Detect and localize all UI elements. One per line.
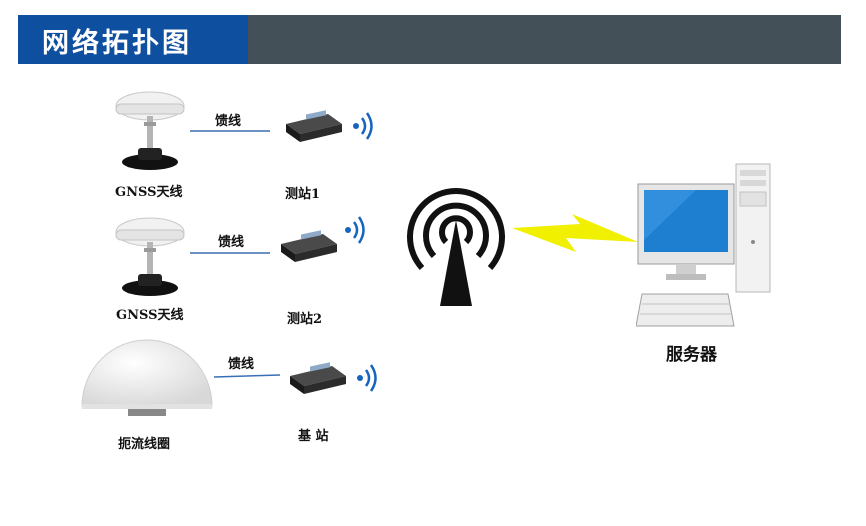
header-band xyxy=(248,15,841,64)
station-receiver-icon xyxy=(286,110,342,142)
server-computer-icon xyxy=(636,163,771,327)
server-label: 服务器 xyxy=(666,345,717,365)
header-accent xyxy=(18,15,248,64)
choke-ring-antenna-icon xyxy=(81,339,213,416)
feeder-label: 馈线 xyxy=(228,357,255,372)
gnss-antenna-icon xyxy=(115,217,185,296)
base-receiver-icon xyxy=(290,362,346,394)
feeder-label: 馈线 xyxy=(215,114,242,129)
gnss-antenna-icon xyxy=(115,91,185,170)
station-label: 测站1 xyxy=(285,187,321,202)
station-receiver-icon xyxy=(281,230,337,262)
wifi-signal-icon xyxy=(357,364,377,392)
antenna-label: 扼流线圈 xyxy=(118,437,171,452)
header-bar: 网络拓扑图 xyxy=(18,15,841,64)
page-title: 网络拓扑图 xyxy=(42,28,192,59)
wifi-signal-icon xyxy=(345,216,365,244)
antenna-label: GNSS天线 xyxy=(116,308,184,323)
wifi-signal-icon xyxy=(353,112,373,140)
station-label: 基 站 xyxy=(298,429,329,444)
feeder-line xyxy=(190,252,270,254)
station-label: 测站2 xyxy=(287,312,323,327)
lightning-bolt-icon xyxy=(512,214,638,252)
feeder-line xyxy=(214,374,281,378)
feeder-label: 馈线 xyxy=(218,235,245,250)
antenna-label: GNSS天线 xyxy=(115,185,183,200)
broadcast-tower-icon xyxy=(407,188,505,306)
feeder-line xyxy=(190,130,270,132)
